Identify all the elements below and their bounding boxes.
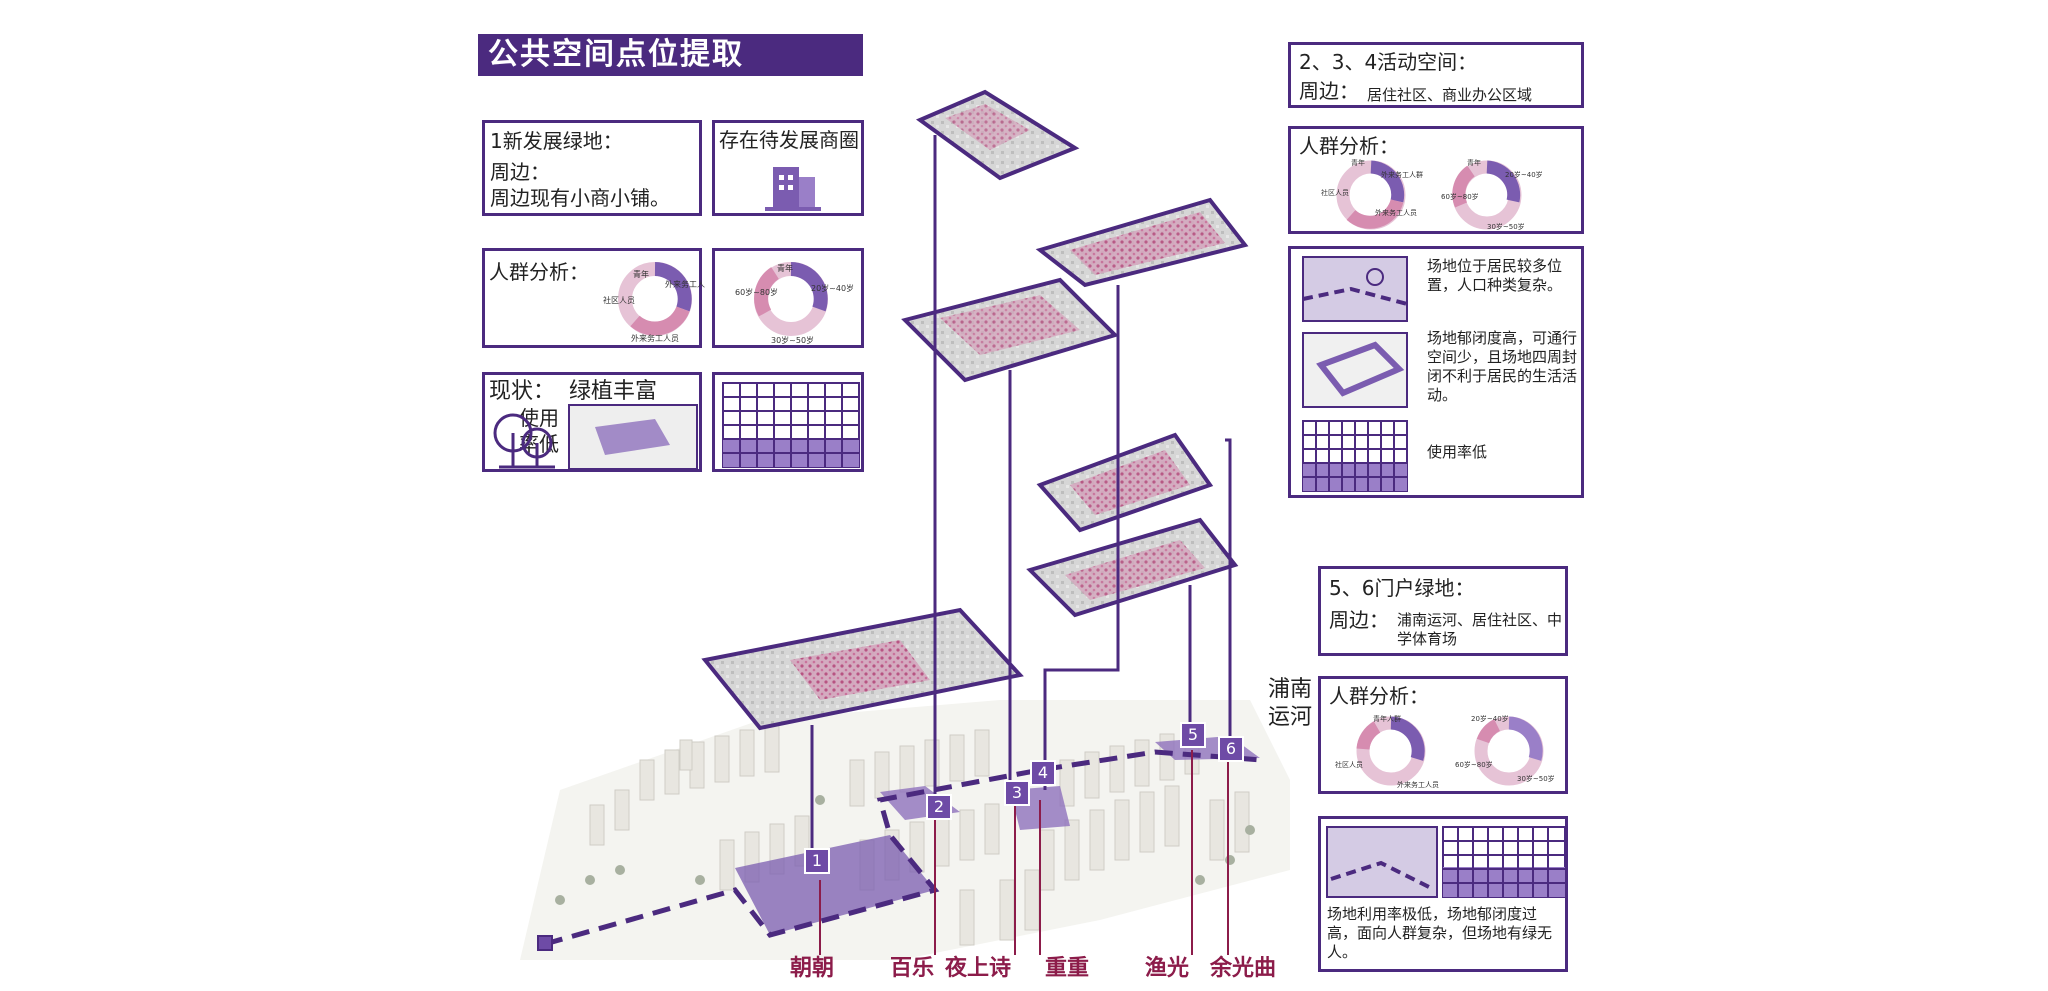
activity-heading: 2、3、4活动空间：: [1299, 50, 1478, 74]
connector-lines: [810, 135, 1232, 860]
site-number-2: 2: [926, 794, 952, 820]
svg-text:青年: 青年: [633, 269, 649, 279]
city-blocks: [520, 700, 1290, 960]
right-description-illustrations: [1302, 256, 1408, 492]
panel-right-crowd: 人群分析： 青年 外来务工人群 社区人员 外来务工人员 青年 20岁~40岁 6…: [1288, 126, 1584, 234]
status-heading: 现状：: [489, 379, 556, 404]
site-name-yuguangqu: 余光曲: [1210, 956, 1277, 981]
site-number-5: 5: [1180, 722, 1206, 748]
floating-plan-top: [915, 89, 1080, 181]
panel-status: 现状： 绿植丰富 使用率低: [482, 372, 702, 472]
panel-gateway-green: 5、6门户绿地： 周边： 浦南运河、居住社区、中学体育场: [1318, 566, 1568, 656]
desc-text-1: 场地位于居民较多位置，人口种类复杂。: [1427, 257, 1563, 294]
svg-text:青年: 青年: [1467, 158, 1481, 167]
floating-plan-3: [1035, 197, 1249, 288]
site1-surroundings-value: 周边现有小商小铺。: [490, 186, 670, 210]
gateway-crowd-donuts: 青年人群 社区人员 外来务工人员 20岁~40岁 60岁~80岁 30岁~50岁: [1335, 714, 1555, 789]
svg-text:外来务工人员: 外来务工人员: [631, 333, 679, 343]
panel-left-crowd: 人群分析： 青年 外来务工人群 社区人员 外来务工人员: [482, 248, 705, 348]
gateway-status-illustrations: [1326, 826, 1566, 898]
route-path: [544, 749, 1263, 947]
page-title: 公共空间点位提取: [478, 34, 863, 76]
panel-right-description: 场地位于居民较多位置，人口种类复杂。 场地郁闭度高，可通行空间少，且场地四周封闭…: [1288, 246, 1584, 498]
building-icon: [765, 167, 821, 211]
panel-gateway-crowd: 人群分析： 青年人群 社区人员 外来务工人员 20岁~40岁 60岁~80岁 3…: [1318, 676, 1568, 794]
activity-surroundings-label: 周边：: [1299, 79, 1359, 103]
svg-text:60岁~80岁: 60岁~80岁: [735, 287, 778, 297]
right-crowd-heading: 人群分析：: [1299, 134, 1399, 158]
right-crowd-donuts: 青年 外来务工人群 社区人员 外来务工人员 青年 20岁~40岁 60岁~80岁…: [1321, 158, 1543, 231]
svg-text:60岁~80岁: 60岁~80岁: [1441, 192, 1479, 201]
desc-text-2: 场地郁闭度高，可通行空间少，且场地四周封闭不利于居民的生活活动。: [1427, 329, 1578, 404]
gateway-heading: 5、6门户绿地：: [1329, 576, 1475, 600]
svg-text:青年: 青年: [1351, 158, 1365, 167]
panel-site1-info: 1新发展绿地： 周边： 周边现有小商小铺。: [482, 120, 702, 216]
left-usage-grid: [722, 382, 860, 468]
svg-text:30岁~50岁: 30岁~50岁: [771, 335, 814, 345]
svg-text:社区人员: 社区人员: [603, 295, 635, 305]
route-start-marker: [537, 935, 553, 951]
gateway-surroundings-label: 周边：: [1329, 608, 1389, 632]
panel-gateway-status: 场地利用率极低，场地郁闭度过高，面向人群复杂，但场地有绿无人。: [1318, 816, 1568, 972]
floating-plan-4: [1036, 432, 1214, 533]
svg-text:60岁~80岁: 60岁~80岁: [1455, 760, 1493, 769]
site-name-yeshangshi: 夜上诗: [945, 956, 1012, 981]
svg-text:青年人群: 青年人群: [1373, 714, 1401, 723]
river-label: 浦南运河: [1268, 677, 1313, 730]
site-name-chaochao: 朝朝: [790, 956, 835, 981]
site-name-baile: 百乐: [890, 956, 935, 981]
left-donut-1: 青年 外来务工人群 社区人员 外来务工人员: [603, 262, 705, 343]
tree-icon: [493, 404, 698, 470]
svg-text:外来务工人群: 外来务工人群: [665, 279, 705, 289]
site1-surroundings-label: 周边：: [490, 160, 550, 184]
site-number-6: 6: [1218, 736, 1244, 762]
svg-text:20岁~40岁: 20岁~40岁: [1471, 714, 1509, 723]
svg-text:青年: 青年: [777, 263, 793, 273]
panel-activity-space: 2、3、4活动空间： 周边： 居住社区、商业办公区域: [1288, 42, 1584, 108]
svg-text:外来务工人员: 外来务工人员: [1397, 780, 1439, 789]
svg-text:社区人员: 社区人员: [1321, 188, 1349, 197]
site1-heading: 1新发展绿地：: [490, 129, 623, 153]
svg-text:外来务工人群: 外来务工人群: [1381, 170, 1423, 179]
panel-commercial: 存在待发展商圈: [712, 120, 864, 216]
floating-plan-5: [1026, 517, 1239, 618]
desc-text-3: 使用率低: [1427, 443, 1488, 461]
floating-plan-2: [901, 277, 1119, 383]
gateway-crowd-heading: 人群分析：: [1329, 684, 1429, 708]
status-value: 绿植丰富: [569, 379, 658, 404]
panel-left-age: 60岁~80岁 20岁~40岁 30岁~50岁 青年: [712, 248, 864, 348]
svg-text:30岁~50岁: 30岁~50岁: [1517, 774, 1555, 783]
left-donut-2: 60岁~80岁 20岁~40岁 30岁~50岁 青年: [735, 262, 854, 345]
svg-text:20岁~40岁: 20岁~40岁: [811, 283, 854, 293]
label-leaders: [819, 750, 1229, 955]
svg-text:30岁~50岁: 30岁~50岁: [1487, 222, 1525, 231]
panel-left-usage-grid: [712, 372, 864, 472]
site-number-3: 3: [1004, 780, 1030, 806]
gateway-status-text: 场地利用率极低，场地郁闭度过高，面向人群复杂，但场地有绿无人。: [1327, 905, 1553, 961]
floating-plan-1: [701, 607, 1024, 731]
left-crowd-heading: 人群分析：: [489, 260, 589, 284]
commercial-text: 存在待发展商圈: [719, 128, 859, 152]
site-number-4: 4: [1030, 760, 1056, 786]
site-name-chongchong: 重重: [1045, 956, 1090, 981]
svg-text:外来务工人员: 外来务工人员: [1375, 208, 1417, 217]
activity-surroundings-value: 居住社区、商业办公区域: [1367, 86, 1533, 104]
svg-text:社区人员: 社区人员: [1335, 760, 1363, 769]
gateway-surroundings-value: 浦南运河、居住社区、中学体育场: [1397, 611, 1563, 648]
svg-text:20岁~40岁: 20岁~40岁: [1505, 170, 1543, 179]
site-name-yuguang: 渔光: [1145, 956, 1190, 981]
site-number-1: 1: [804, 848, 830, 874]
